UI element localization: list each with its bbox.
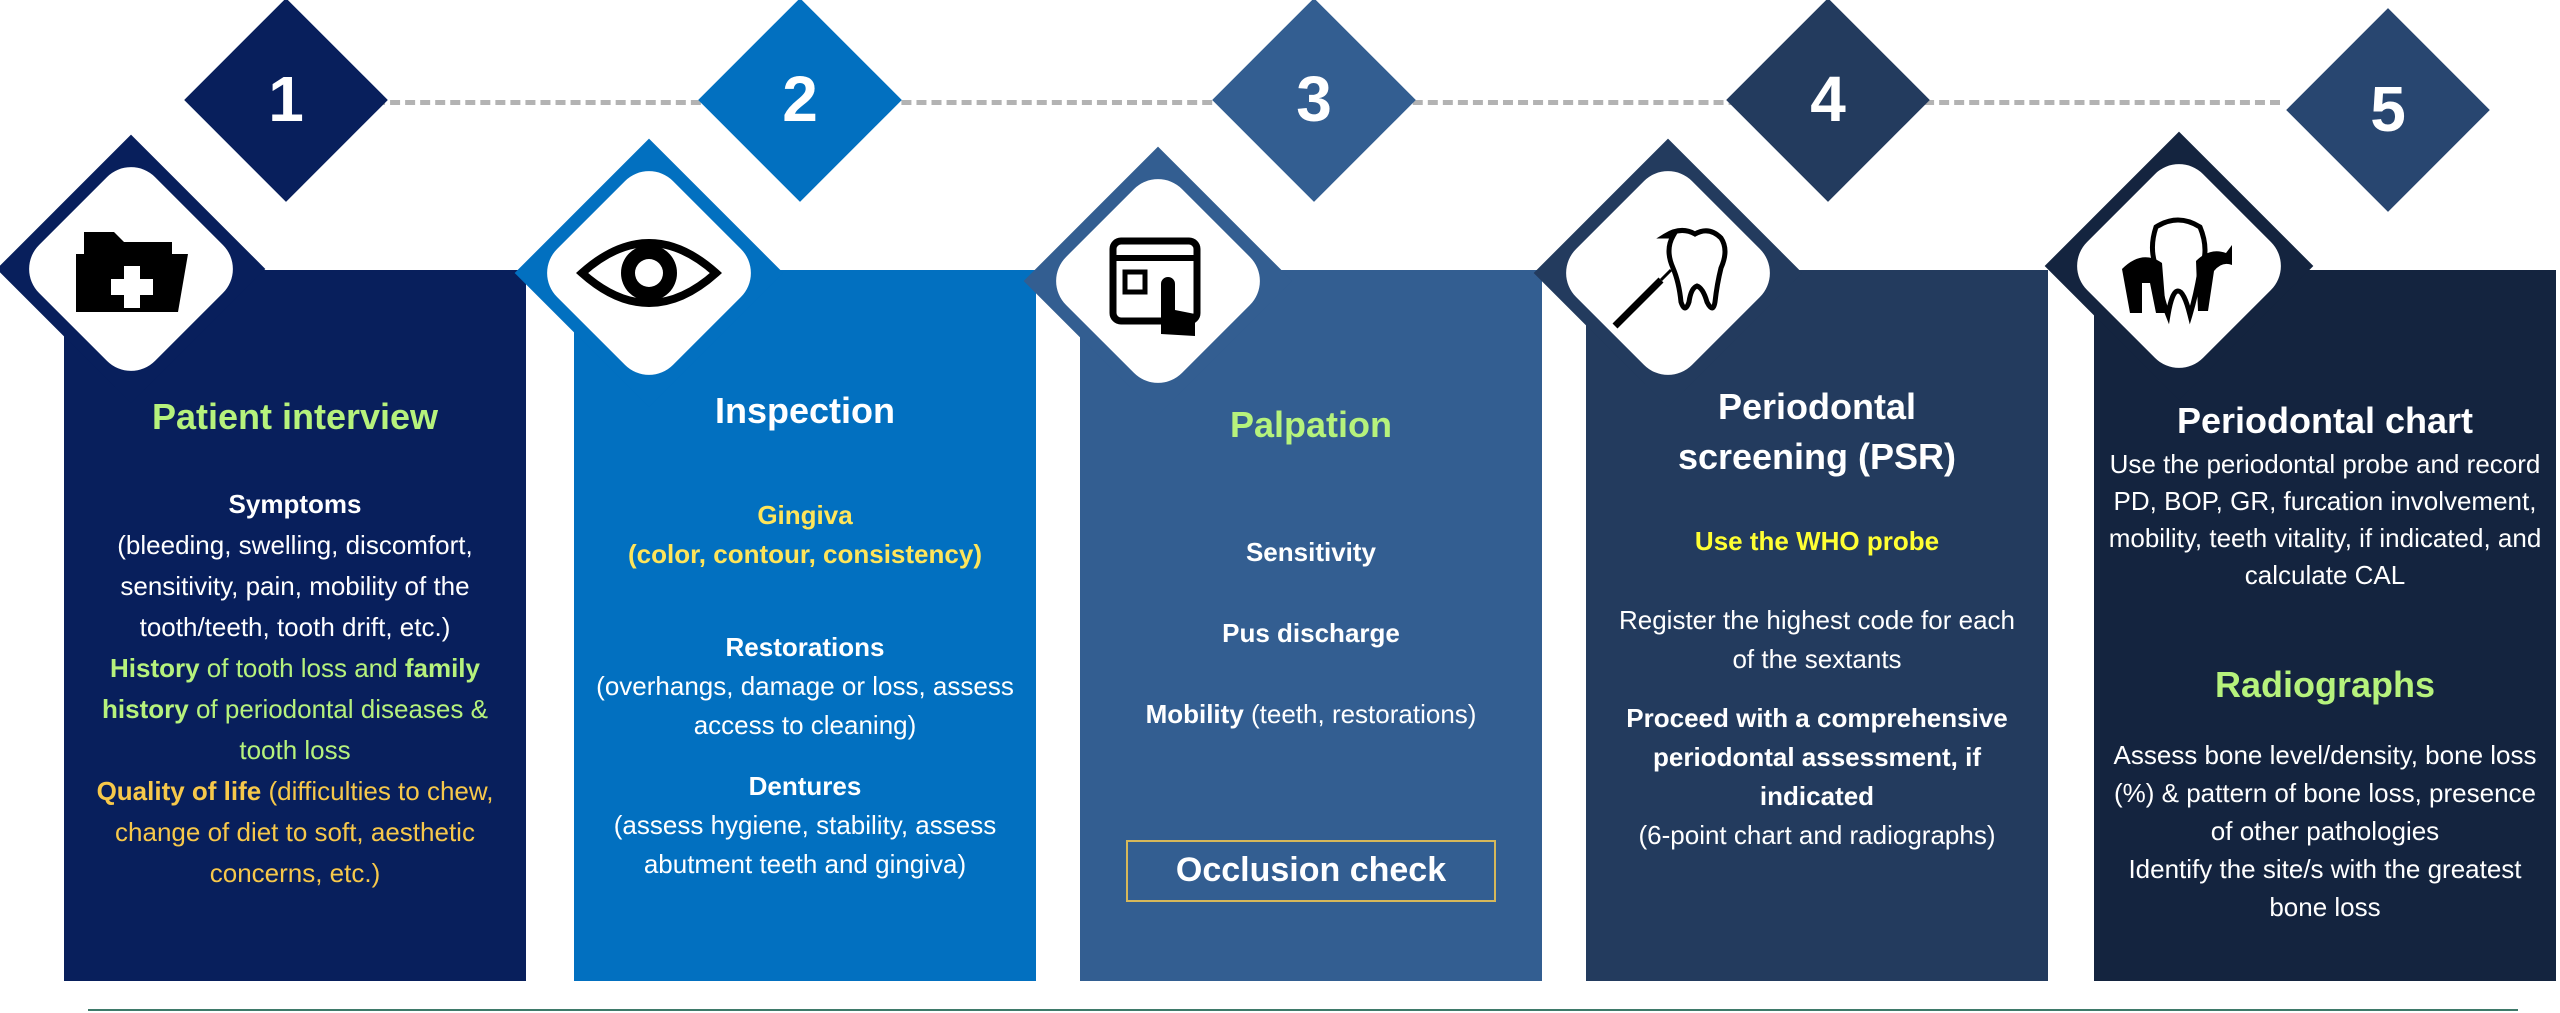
mobility-text: Mobility (teeth, restorations) — [1100, 694, 1522, 735]
symptoms-label: Symptoms — [228, 489, 362, 519]
quality-of-life-detail: (difficulties to chew, change of diet to… — [115, 776, 494, 888]
history-label: History — [110, 653, 200, 683]
dental-probe-icon — [1612, 228, 1728, 329]
step-2-number: 2 — [782, 63, 818, 135]
quality-of-life-label: Quality of life — [96, 776, 262, 806]
sensitivity-label: Sensitivity — [1245, 537, 1377, 567]
step-5-title: Periodontal chart — [2176, 400, 2474, 441]
tooth-radiograph-icon — [2122, 217, 2232, 325]
dentures-label: Dentures — [748, 771, 862, 801]
bottom-divider — [88, 1009, 2518, 1011]
quality-of-life-text: Quality of life (difficulties to chew, c… — [84, 771, 506, 894]
restorations-label: Restorations — [725, 632, 885, 662]
step-1-body: Symptoms (bleeding, swelling, discomfort… — [84, 484, 506, 894]
history-mid: of tooth loss and — [199, 653, 405, 683]
step-1-title: Patient interview — [151, 396, 439, 437]
proceed-label: Proceed with a comprehensive periodontal… — [1626, 703, 2008, 811]
step-4-body: Use the WHO probe Register the highest c… — [1606, 522, 2028, 855]
step-4-number: 4 — [1810, 63, 1846, 135]
gingiva-label: Gingiva — [757, 500, 853, 530]
proceed-text: (6-point chart and radiographs) — [1638, 820, 1996, 850]
step-5-number: 5 — [2370, 73, 2406, 145]
step-4-title: Periodontal screening (PSR) — [1677, 386, 1957, 477]
dentures-text: (assess hygiene, stability, assess abutm… — [613, 810, 997, 879]
restorations-text: (overhangs, damage or loss, assess acces… — [596, 671, 1014, 740]
step-3-body: Sensitivity Pus discharge Mobility (teet… — [1100, 532, 1522, 735]
touch-screen-icon — [1109, 237, 1201, 336]
pus-discharge-label: Pus discharge — [1222, 618, 1400, 648]
radiographs-text-1: Assess bone level/density, bone loss (%)… — [2113, 740, 2537, 846]
occlusion-check-box: Occlusion check — [1126, 840, 1496, 902]
mobility-detail: (teeth, restorations) — [1243, 699, 1477, 729]
register-text: Register the highest code for each of th… — [1618, 605, 2016, 674]
step-2-title: Inspection — [714, 390, 896, 431]
step-5-card: Periodontal chart Use the periodontal pr… — [2094, 270, 2556, 981]
step-1-number: 1 — [268, 63, 304, 135]
eye-icon — [576, 239, 722, 307]
symptoms-text: (bleeding, swelling, discomfort, sensiti… — [117, 530, 473, 642]
step-5-chart-text: Use the periodontal probe and record PD,… — [2108, 449, 2542, 590]
radiographs-text-2: Identify the site/s with the greatest bo… — [2128, 854, 2522, 922]
step-4-card: Periodontal screening (PSR) Use the WHO … — [1586, 270, 2048, 981]
history-text: History of tooth loss and family history… — [84, 648, 506, 771]
mobility-label: Mobility — [1145, 699, 1244, 729]
radiographs-title: Radiographs — [2214, 664, 2436, 705]
gingiva-text: (color, contour, consistency) — [628, 539, 982, 569]
radiographs-body: Assess bone level/density, bone loss (%)… — [2108, 736, 2542, 926]
step-3-number: 3 — [1296, 63, 1332, 135]
step-2-body: Gingiva (color, contour, consistency) Re… — [594, 496, 1016, 884]
family-history-label: family history — [102, 653, 480, 724]
step-1-card: Patient interview Symptoms (bleeding, sw… — [64, 270, 526, 981]
history-end: of periodontal diseases & tooth loss — [188, 694, 488, 765]
who-probe-label: Use the WHO probe — [1694, 526, 1940, 556]
medical-folder-icon — [76, 232, 188, 312]
step-3-title: Palpation — [1229, 404, 1393, 445]
